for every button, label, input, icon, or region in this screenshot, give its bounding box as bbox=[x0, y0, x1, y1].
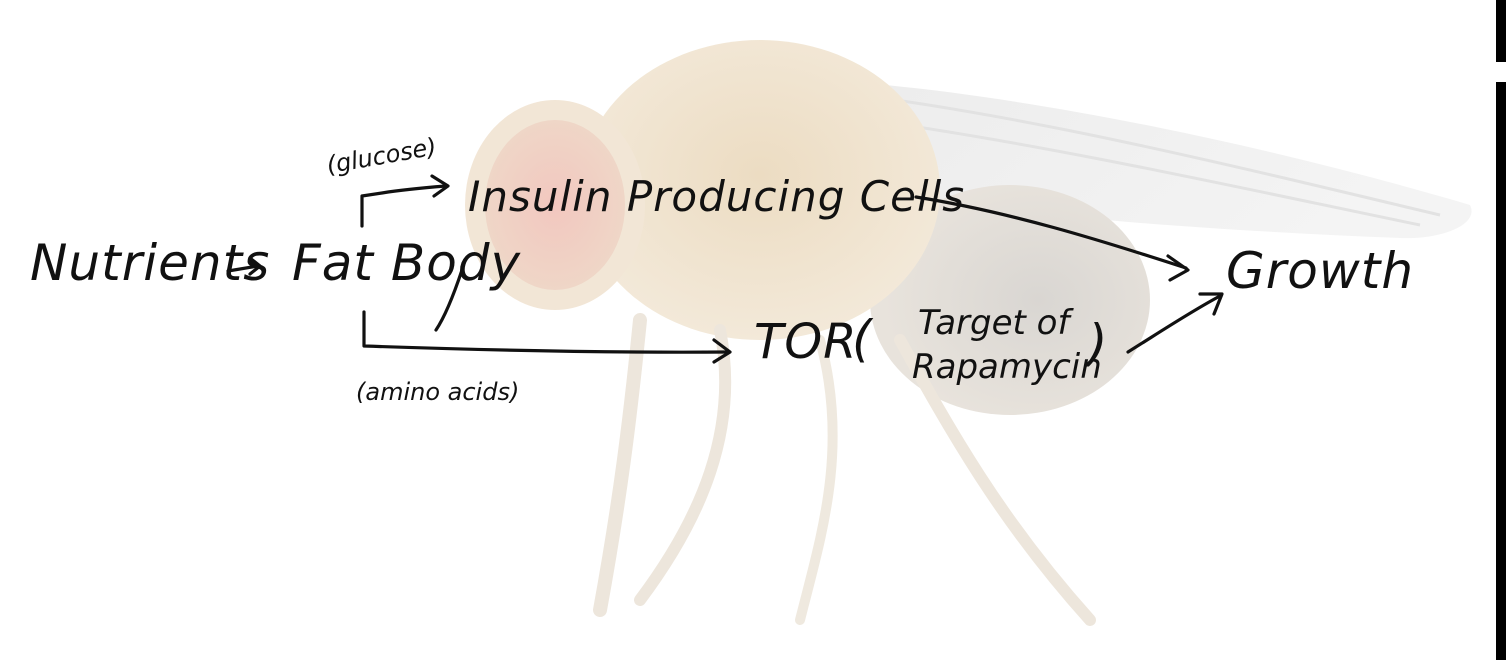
node-fat-body: Fat Body bbox=[292, 234, 522, 292]
tor-full-name-line2: Rapamycin bbox=[912, 347, 1102, 387]
tor-close-paren: ) bbox=[1088, 314, 1109, 372]
edge-strip-top bbox=[1496, 0, 1506, 62]
tor-open-paren: ( bbox=[852, 310, 873, 368]
tor-full-name-line1: Target of bbox=[918, 303, 1070, 343]
edge-label-amino-acids: (amino acids) bbox=[356, 378, 520, 406]
node-nutrients: Nutrients bbox=[30, 234, 271, 292]
node-tor: TOR bbox=[754, 314, 858, 370]
node-growth: Growth bbox=[1226, 242, 1415, 300]
edge-strip-bottom bbox=[1496, 82, 1506, 660]
node-insulin-producing-cells: Insulin Producing Cells bbox=[468, 172, 966, 221]
